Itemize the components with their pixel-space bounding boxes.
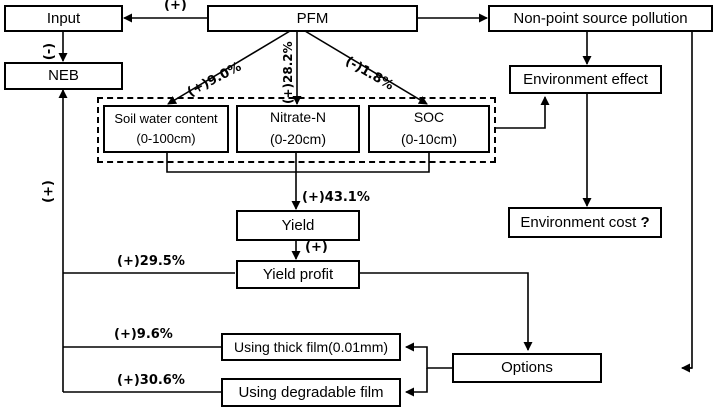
edge-label-degradable-neb: (+)30.6%	[117, 373, 185, 388]
arrow-pfm-to-soc	[304, 30, 428, 105]
arrow-profit-to-options	[359, 272, 533, 351]
degradable-film-label: Using degradable film	[238, 383, 384, 401]
arrow-pfm-to-soil-water	[167, 30, 291, 105]
arrow-options-to-thick	[405, 342, 452, 369]
soc-depth: (0-10cm)	[400, 131, 457, 147]
env-effect-node: Environment effect	[509, 65, 662, 94]
env-effect-label: Environment effect	[523, 70, 648, 88]
nitrate-depth: (0-20cm)	[269, 131, 326, 147]
nitrate-node: Nitrate-N (0-20cm)	[236, 105, 360, 153]
edge-label-thick-neb: (+)9.6%	[114, 327, 173, 342]
edge-label-yield-profit: (+)	[305, 240, 328, 255]
input-label: Input	[46, 9, 81, 27]
degradable-film-node: Using degradable film	[221, 378, 401, 407]
edge-label-nitrate: (+)28.2%	[281, 41, 295, 104]
edge-label-input-neb: (-)	[41, 42, 57, 61]
yield-profit-label: Yield profit	[262, 265, 334, 283]
env-cost-question-mark: ?	[640, 213, 650, 231]
arrow-soil-to-env-effect	[496, 96, 550, 129]
env-cost-node: Environment cost ?	[508, 207, 662, 238]
yield-profit-node: Yield profit	[236, 260, 360, 289]
edge-label-pfm-input: (+)	[164, 0, 187, 13]
input-node: Input	[4, 5, 123, 32]
options-node: Options	[452, 353, 602, 383]
thick-film-node: Using thick film(0.01mm)	[221, 333, 401, 361]
edge-label-yield: (+)43.1%	[302, 190, 370, 205]
soil-indicators-group	[97, 97, 496, 163]
soil-water-node: Soil water content (0-100cm)	[103, 105, 229, 153]
soc-title: SOC	[413, 109, 445, 126]
thick-film-label: Using thick film(0.01mm)	[233, 338, 389, 355]
nitrate-title: Nitrate-N	[269, 109, 326, 126]
nps-label: Non-point source pollution	[513, 9, 688, 27]
nps-node: Non-point source pollution	[488, 5, 713, 32]
edge-label-neb-feedback: (+)	[39, 180, 55, 203]
arrow-nps-to-options	[687, 31, 693, 369]
soc-node: SOC (0-10cm)	[368, 105, 490, 153]
edge-label-profit-neb: (+)29.5%	[117, 254, 185, 269]
soil-water-depth: (0-100cm)	[136, 131, 196, 146]
arrow-options-to-degradable	[405, 368, 428, 397]
options-label: Options	[501, 359, 553, 376]
yield-label: Yield	[281, 216, 315, 234]
pfm-label: PFM	[296, 9, 329, 27]
env-cost-label: Environment cost	[520, 213, 637, 231]
soil-water-title: Soil water content	[114, 110, 218, 126]
neb-node: NEB	[4, 62, 123, 90]
pfm-node: PFM	[207, 5, 418, 32]
yield-node: Yield	[236, 210, 360, 241]
neb-label: NEB	[48, 67, 79, 84]
